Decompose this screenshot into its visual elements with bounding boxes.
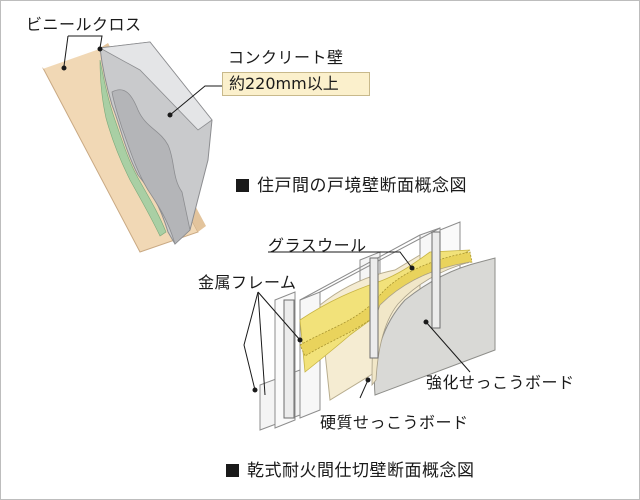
label-metal-frame: 金属フレーム xyxy=(198,273,297,292)
concrete-break xyxy=(111,89,191,245)
label-reinforced-gypsum: 強化せっこうボード xyxy=(426,373,575,392)
drywall-partition-diagram xyxy=(259,221,496,431)
plaster-layer xyxy=(99,59,167,237)
upper-leader-lines xyxy=(61,35,222,118)
label-glass-wool: グラスウール xyxy=(268,236,367,255)
label-concrete-wall: コンクリート壁 xyxy=(228,48,344,67)
lower-leader-lines xyxy=(243,251,471,399)
thickness-spec-box: 約220mm以上 xyxy=(222,72,370,96)
caption-bullet-icon xyxy=(236,179,249,192)
caption-bullet-icon xyxy=(226,464,239,477)
concrete-top xyxy=(98,41,213,131)
caption-party-wall: 住戸間の戸境壁断面概念図 xyxy=(236,176,467,196)
caption-partition-wall-text: 乾式耐火間仕切壁断面概念図 xyxy=(247,461,475,481)
label-vinyl-cloth: ビニールクロス xyxy=(26,15,142,34)
label-hard-gypsum: 硬質せっこうボード xyxy=(320,413,469,432)
caption-party-wall-text: 住戸間の戸境壁断面概念図 xyxy=(257,176,467,196)
concrete-wall-diagram xyxy=(42,41,213,253)
caption-partition-wall: 乾式耐火間仕切壁断面概念図 xyxy=(226,461,475,481)
